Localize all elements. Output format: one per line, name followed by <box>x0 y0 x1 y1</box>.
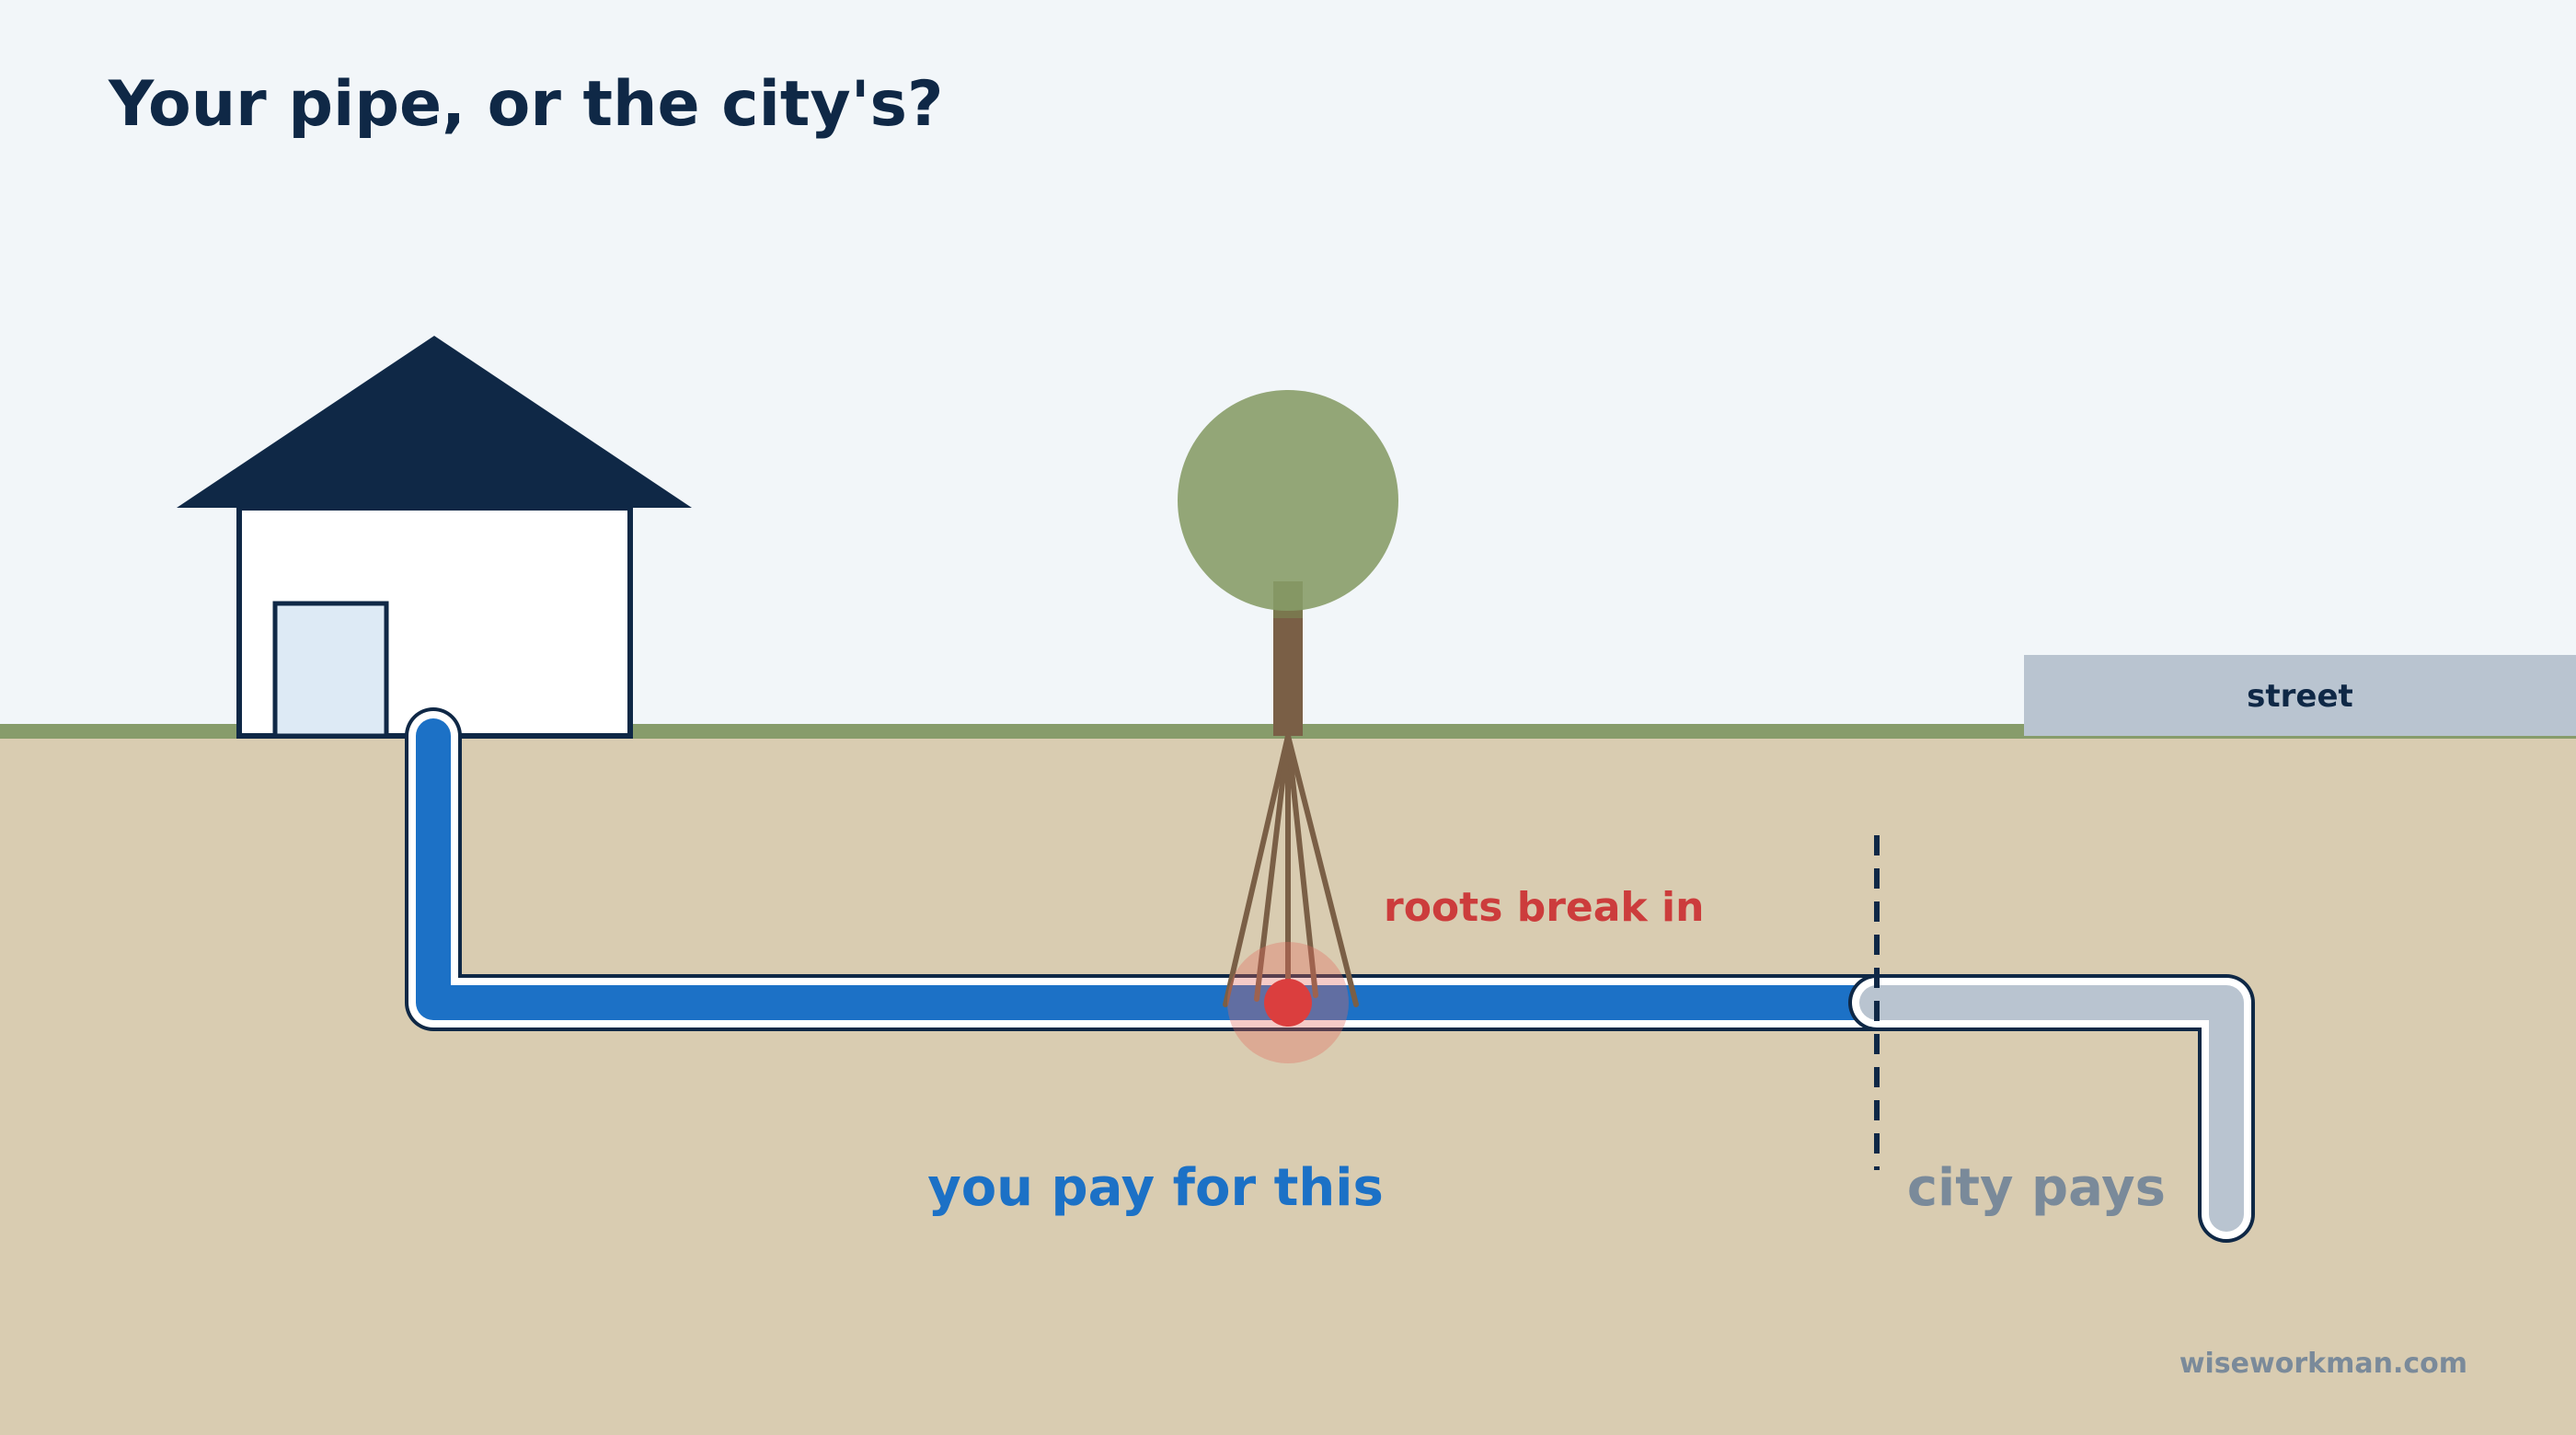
root <box>1223 733 1291 1007</box>
tree-icon <box>1178 390 1398 736</box>
tree-trunk-top <box>1273 581 1303 618</box>
street: street <box>2024 655 2576 736</box>
pipe-break-icon <box>1227 942 1349 1063</box>
page-title: Your pipe, or the city's? <box>108 68 943 141</box>
root <box>1285 733 1318 998</box>
tree-canopy <box>1178 390 1398 611</box>
house-roof <box>177 336 692 508</box>
roots-label: roots break in <box>1384 884 1704 931</box>
city-pipe <box>1848 974 2255 1243</box>
city-pays-label: city pays <box>1907 1158 2166 1218</box>
house-icon <box>177 336 692 739</box>
watermark: wiseworkman.com <box>2179 1348 2467 1380</box>
root <box>1254 733 1291 1002</box>
tree-roots <box>1223 733 1359 1007</box>
private-pipe <box>405 707 1905 1031</box>
street-label: street <box>2247 678 2353 715</box>
city-pipe-fill <box>1859 985 2244 1232</box>
private-pipe-fill <box>416 718 1894 1020</box>
house-door <box>272 601 389 739</box>
break-dot <box>1264 979 1312 1027</box>
root <box>1285 733 1359 1007</box>
you-pay-label: you pay for this <box>927 1158 1384 1218</box>
street-block <box>2024 655 2576 736</box>
